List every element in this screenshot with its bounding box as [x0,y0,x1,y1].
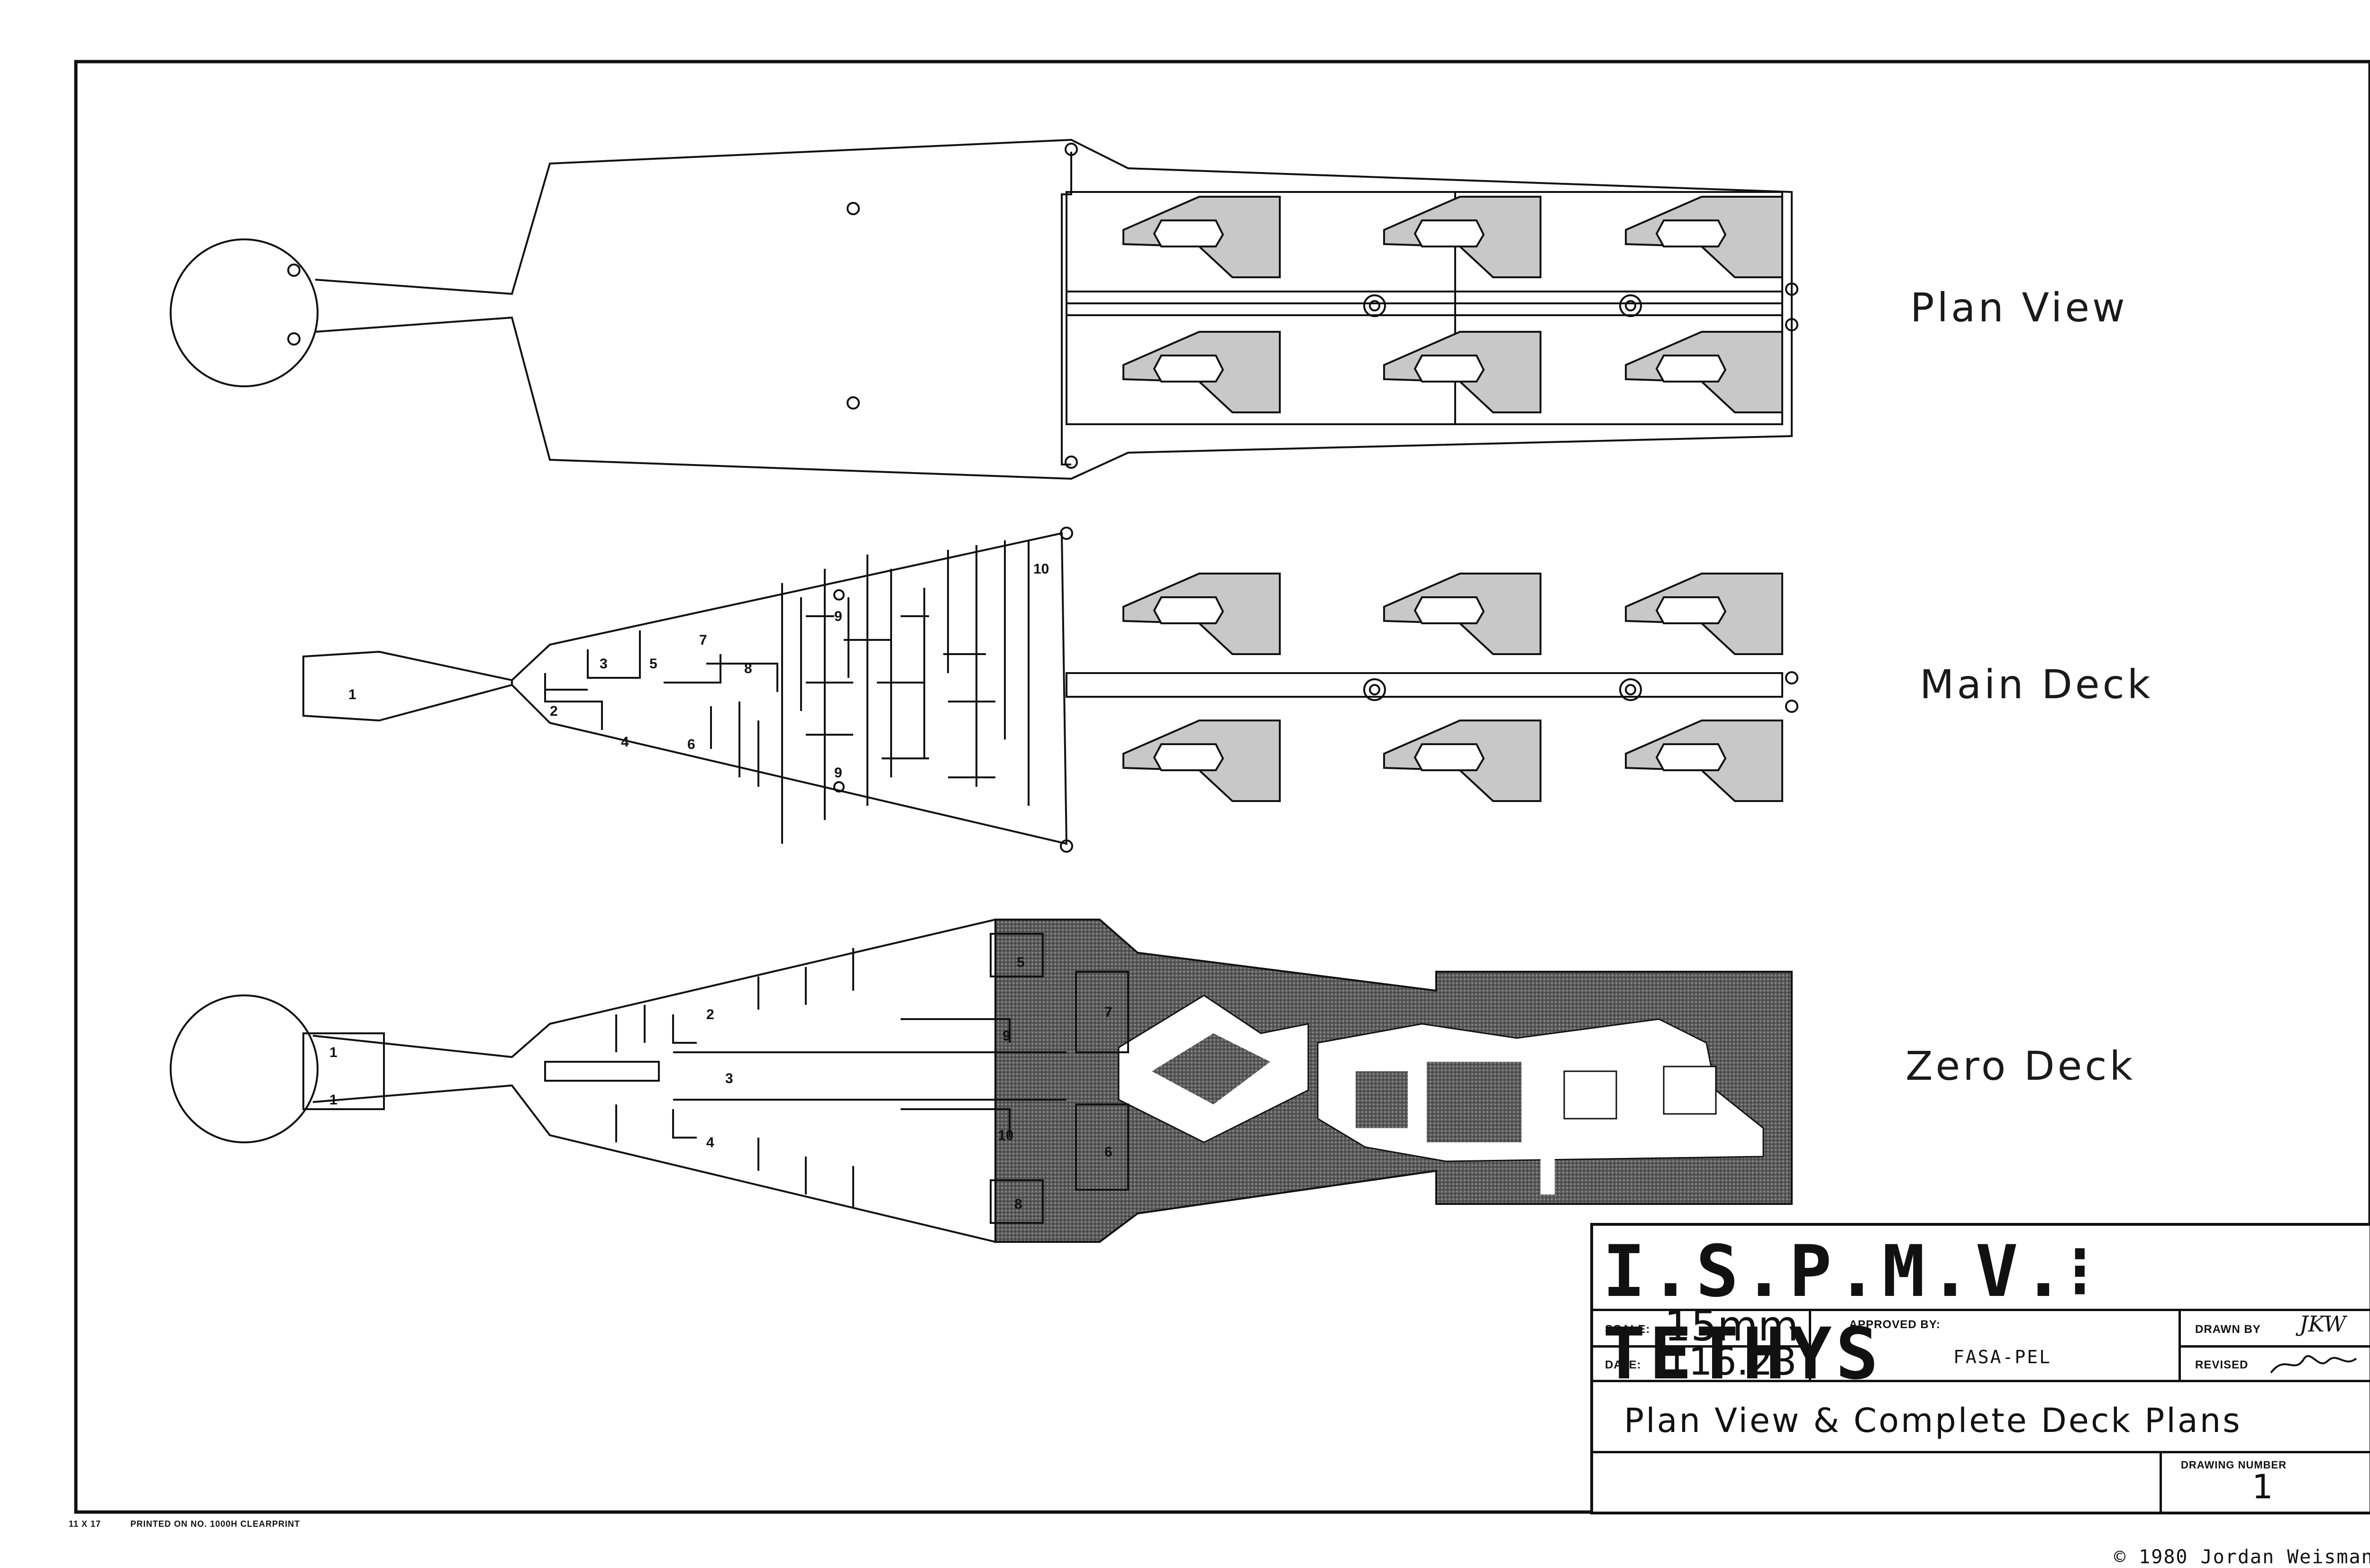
scale-value: 15mm [1664,1302,1799,1350]
approved-label: APPROVED BY: [1849,1318,1941,1331]
plan-view-label: Plan View [1910,284,2128,331]
room-label: 6 [1104,1144,1112,1160]
room-label: 3 [600,656,608,672]
room-label: 2 [706,1007,714,1022]
main-deck-label: Main Deck [1920,661,2153,708]
room-label: 10 [998,1128,1013,1143]
main-deck-room-labels: 1 2 3 4 5 6 7 8 9 9 10 [348,561,1049,781]
drawing-description: Plan View & Complete Deck Plans [1624,1401,2242,1440]
room-label: 8 [744,661,752,676]
drawing-number-label: DRAWING NUMBER [2181,1459,2287,1471]
main-deck-drawing [302,527,1798,853]
revised-label: REVISED [2195,1358,2249,1371]
scale-label: SCALE: [1605,1323,1650,1336]
date-label: DATE: [1605,1358,1641,1371]
room-label: 10 [1033,561,1049,577]
room-label: 5 [1017,955,1025,970]
room-label: 8 [1014,1196,1022,1212]
approved-value: FASA-PEL [1953,1347,2052,1367]
room-label: 4 [621,734,629,750]
room-label: 7 [1104,1004,1112,1020]
room-label: 6 [687,737,695,752]
zero-deck-drawing [170,918,1793,1243]
scale-date-cell: SCALE: 15mm DATE: 116.23 [1593,1302,1811,1384]
room-label: 9 [834,765,842,781]
plan-view-bays [1122,196,1783,413]
title-block: I.S.P.M.V.⁝ TETHYS SCALE: 15mm DATE: 116… [1590,1223,2370,1514]
room-label: 1 [329,1045,337,1060]
room-label: 3 [725,1071,733,1086]
approved-cell: APPROVED BY: FASA-PEL [1811,1311,2181,1380]
drawn-revised-cell: DRAWN BY JKW REVISED [2181,1311,2370,1380]
paper-size: 11 X 17 [69,1519,101,1529]
revised-signature [2270,1355,2357,1374]
room-label: 2 [550,703,558,719]
drawing-border [74,60,2370,1514]
info-row: SCALE: 15mm DATE: 116.23 APPROVED BY: FA… [1593,1302,2370,1384]
room-label: 9 [1003,1028,1011,1044]
room-label: 1 [348,687,356,702]
title-row: I.S.P.M.V.⁝ TETHYS [1593,1226,2370,1395]
drawn-label: DRAWN BY [2195,1323,2261,1336]
date-value: 116.23 [1664,1340,1797,1384]
copyright: © 1980 Jordan Weisman [2114,1546,2370,1568]
plan-view-drawing [170,138,1798,480]
room-label: 5 [649,656,657,672]
printed-note: PRINTED ON NO. 1000H CLEARPRINT [130,1519,301,1529]
room-label: 9 [834,609,842,624]
drawing-number: 1 [2252,1468,2273,1506]
print-note: 11 X 17 PRINTED ON NO. 1000H CLEARPRINT [69,1519,300,1529]
drawing-number-cell: DRAWING NUMBER 1 [2160,1453,2370,1513]
zero-deck-room-labels: 1 1 2 3 4 5 6 7 8 9 10 [329,955,1112,1212]
room-label: 1 [329,1092,337,1108]
room-label: 4 [706,1135,714,1150]
main-deck-bays [1122,573,1783,802]
zero-deck-label: Zero Deck [1905,1043,2136,1089]
room-label: 7 [699,632,707,648]
drawn-value: JKW [2299,1311,2346,1337]
description-row: Plan View & Complete Deck Plans [1593,1382,2370,1453]
